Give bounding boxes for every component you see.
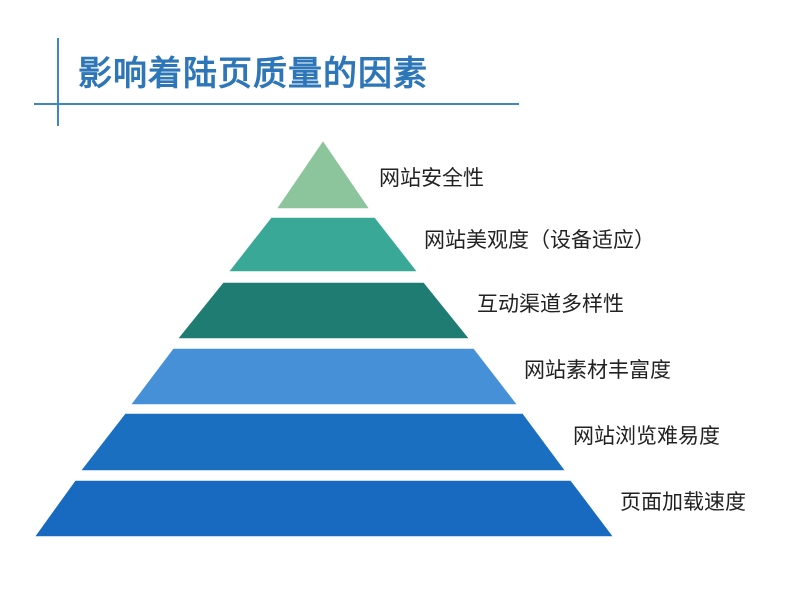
pyramid-level-4 <box>128 347 520 406</box>
pyramid-level-5 <box>78 412 568 472</box>
page-title: 影响着陆页质量的因素 <box>78 54 428 94</box>
level-label-6: 页面加载速度 <box>620 490 746 514</box>
pyramid-level-1 <box>274 138 372 210</box>
level-label-2: 网站美观度（设备适应） <box>424 228 655 252</box>
level-label-1: 网站安全性 <box>379 166 484 190</box>
level-label-4: 网站素材丰富度 <box>524 358 671 382</box>
level-label-3: 互动渠道多样性 <box>477 292 624 316</box>
level-label-5: 网站浏览难易度 <box>573 424 720 448</box>
pyramid-level-6 <box>32 479 616 538</box>
title-underline <box>34 103 519 105</box>
title-accent-vertical-line <box>57 38 59 126</box>
pyramid-level-3 <box>175 281 472 340</box>
pyramid-level-2 <box>226 216 420 273</box>
